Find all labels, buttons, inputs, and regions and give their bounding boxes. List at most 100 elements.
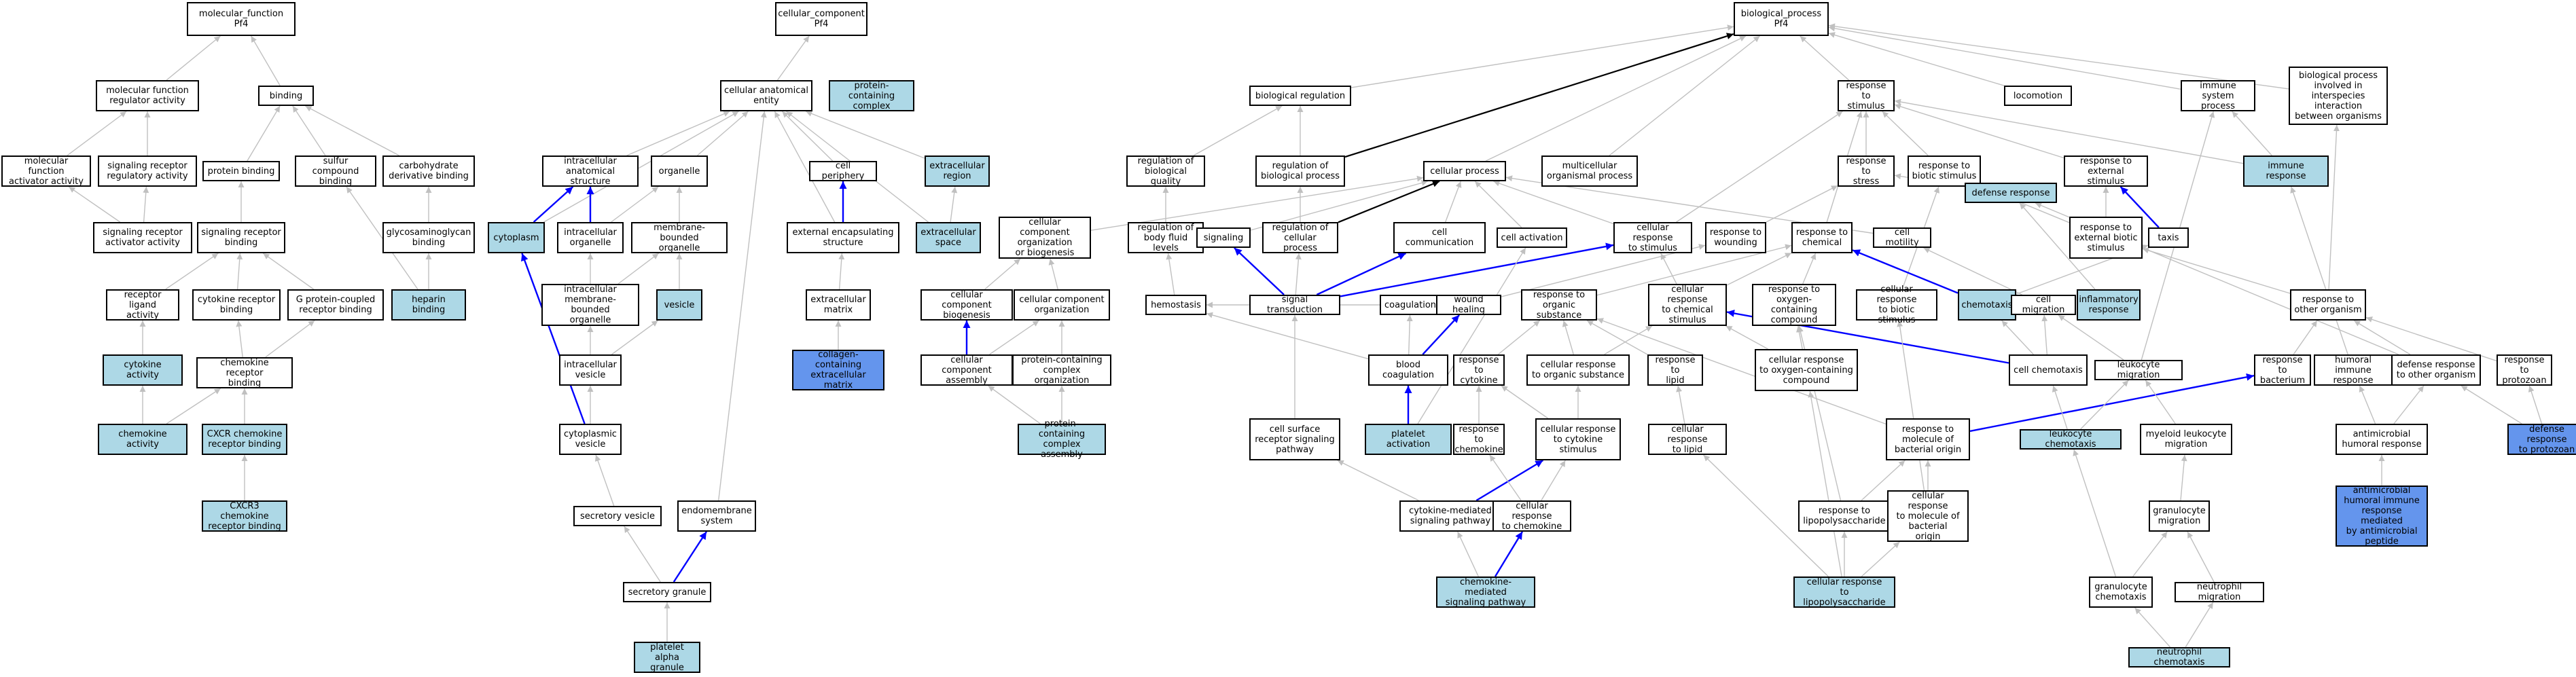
go-term-node[interactable]: antimicrobial humoral immune response me… [2336,486,2428,547]
go-term-node[interactable]: cellular process [1423,161,1506,181]
go-term-node[interactable]: endomembrane system [677,500,756,532]
go-term-node[interactable]: response to oxygen-containing compound [1752,284,1836,326]
go-term-node[interactable]: cellular component organization or bioge… [999,217,1091,259]
go-term-node[interactable]: extracellular space [916,222,981,253]
go-term-node[interactable]: hemostasis [1145,295,1206,315]
go-term-node[interactable]: regulation of biological process [1255,155,1345,187]
go-term-node[interactable]: response to stress [1838,155,1895,187]
go-term-node[interactable]: intracellular anatomical structure [542,155,639,187]
go-term-node[interactable]: cell motility [1873,227,1931,248]
go-term-node[interactable]: chemokine-mediated signaling pathway [1436,577,1535,608]
go-term-node[interactable]: intracellular vesicle [559,354,622,386]
go-term-node[interactable]: cell chemotaxis [2009,354,2088,386]
go-term-node[interactable]: molecular function activator activity [1,155,91,187]
go-term-node[interactable]: intracellular organelle [557,222,624,253]
go-term-node[interactable]: cytoplasm [488,222,545,253]
go-term-node[interactable]: protein-containing complex assembly [1018,419,1106,460]
go-term-node[interactable]: cytokine receptor binding [192,289,281,321]
go-term-node[interactable]: extracellular matrix [806,289,871,321]
go-term-node[interactable]: cellular component assembly [920,354,1013,386]
go-term-node[interactable]: intracellular membrane-bounded organelle [541,284,639,326]
go-term-node[interactable]: cellular response to lipid [1648,424,1727,455]
go-term-node[interactable]: response to cytokine [1453,354,1505,386]
go-term-node[interactable]: immune response [2243,155,2329,187]
go-term-node[interactable]: regulation of cellular process [1262,222,1338,253]
go-term-node[interactable]: receptor ligand activity [106,289,179,321]
go-term-node[interactable]: response to bacterium [2254,354,2311,386]
go-term-node[interactable]: neutrophil chemotaxis [2128,647,2230,667]
go-term-node[interactable]: response to lipopolysaccharide [1798,500,1891,532]
go-term-node[interactable]: CXCR chemokine receptor binding [202,424,287,455]
go-term-node[interactable]: signaling [1196,227,1251,248]
go-term-node[interactable]: cellular response to stimulus [1613,222,1692,253]
go-term-node[interactable]: coagulation [1380,295,1441,315]
go-term-node[interactable]: heparin binding [391,289,466,321]
go-term-node[interactable]: cellular response to chemokine [1492,500,1571,532]
go-term-node[interactable]: cellular response to biotic stimulus [1856,285,1937,325]
go-term-node[interactable]: response to other organism [2290,289,2366,321]
go-term-node[interactable]: extracellular region [925,155,990,187]
go-term-node[interactable]: response to biotic stimulus [1908,155,1981,187]
go-term-node[interactable]: blood coagulation [1368,354,1448,386]
go-term-node[interactable]: cellular response to molecule of bacteri… [1887,490,1969,542]
go-term-node[interactable]: chemokine activity [98,424,187,455]
go-term-node[interactable]: response to lipid [1647,354,1703,386]
go-term-node[interactable]: signaling receptor binding [197,222,285,253]
go-term-node[interactable]: biological regulation [1249,86,1351,106]
go-term-node[interactable]: cellular component organization [1014,289,1110,321]
go-term-node[interactable]: vesicle [656,289,702,321]
go-term-node[interactable]: cell activation [1497,227,1567,248]
go-term-node[interactable]: cytoplasmic vesicle [559,424,622,455]
go-term-node[interactable]: cellular response to oxygen-containing c… [1755,349,1858,391]
go-term-node[interactable]: regulation of biological quality [1126,155,1205,187]
go-term-node[interactable]: defense response to other organism [2391,354,2481,386]
go-term-node[interactable]: neutrophil migration [2175,582,2264,602]
go-term-node[interactable]: cytokine-mediated signaling pathway [1399,500,1501,532]
go-term-node[interactable]: immune system process [2181,80,2255,111]
go-term-node[interactable]: response to external stimulus [2064,155,2148,187]
go-term-node[interactable]: leukocyte migration [2094,360,2183,380]
go-term-node[interactable]: molecular function regulator activity [96,80,199,111]
go-term-node[interactable]: response to molecule of bacterial origin [1886,418,1970,460]
go-term-node[interactable]: response to chemical [1791,222,1853,253]
go-term-node[interactable]: membrane-bounded organelle [631,222,728,253]
go-term-node[interactable]: response to organic substance [1521,289,1597,321]
go-term-node[interactable]: regulation of body fluid levels [1128,222,1204,253]
go-term-node[interactable]: response to wounding [1705,222,1766,253]
go-term-node[interactable]: G protein-coupled receptor binding [287,289,384,321]
go-term-node[interactable]: biological process involved in interspec… [2289,67,2388,125]
go-term-node[interactable]: response to external biotic stimulus [2069,217,2143,259]
go-term-node[interactable]: platelet activation [1365,424,1452,455]
go-term-node[interactable]: signal transduction [1249,295,1340,315]
go-term-node[interactable]: cell communication [1393,222,1486,253]
go-term-node[interactable]: granulocyte migration [2149,500,2210,532]
go-term-node[interactable]: taxis [2148,227,2189,248]
go-term-node[interactable]: cellular component biogenesis [920,289,1013,321]
go-term-node[interactable]: protein-containing complex [829,80,914,111]
go-term-node[interactable]: cellular response to chemical stimulus [1648,284,1727,326]
go-term-node[interactable]: chemotaxis [1958,289,2016,321]
go-term-node[interactable]: signaling receptor regulatory activity [98,155,197,187]
go-term-node[interactable]: locomotion [2004,86,2072,106]
go-term-node[interactable]: collagen-containing extracellular matrix [792,350,884,390]
go-term-node[interactable]: protein-containing complex organization [1012,354,1111,386]
go-term-node[interactable]: cellular anatomical entity [720,80,812,111]
go-term-node[interactable]: granulocyte chemotaxis [2089,577,2153,608]
go-term-node[interactable]: signaling receptor activator activity [93,222,192,253]
go-term-node[interactable]: defense response [1965,183,2057,203]
go-term-node[interactable]: secretory granule [623,582,711,602]
go-term-node[interactable]: carbohydrate derivative binding [382,155,475,187]
go-term-node[interactable]: chemokine receptor binding [196,357,293,388]
go-term-node[interactable]: wound healing [1436,295,1501,315]
go-term-node[interactable]: humoral immune response [2314,354,2393,386]
go-term-node[interactable]: response to chemokine [1453,424,1505,455]
go-term-node[interactable]: binding [258,86,314,106]
go-term-node[interactable]: cell surface receptor signaling pathway [1249,418,1340,460]
go-term-node[interactable]: glycosaminoglycan binding [382,222,475,253]
go-term-node[interactable]: cellular_component Pf4 [775,2,867,36]
go-term-node[interactable]: leukocyte chemotaxis [2020,429,2122,450]
go-term-node[interactable]: protein binding [202,161,280,181]
go-term-node[interactable]: cell migration [2011,295,2076,315]
go-term-node[interactable]: platelet alpha granule [634,642,700,673]
go-term-node[interactable]: cellular response to cytokine stimulus [1535,418,1621,460]
